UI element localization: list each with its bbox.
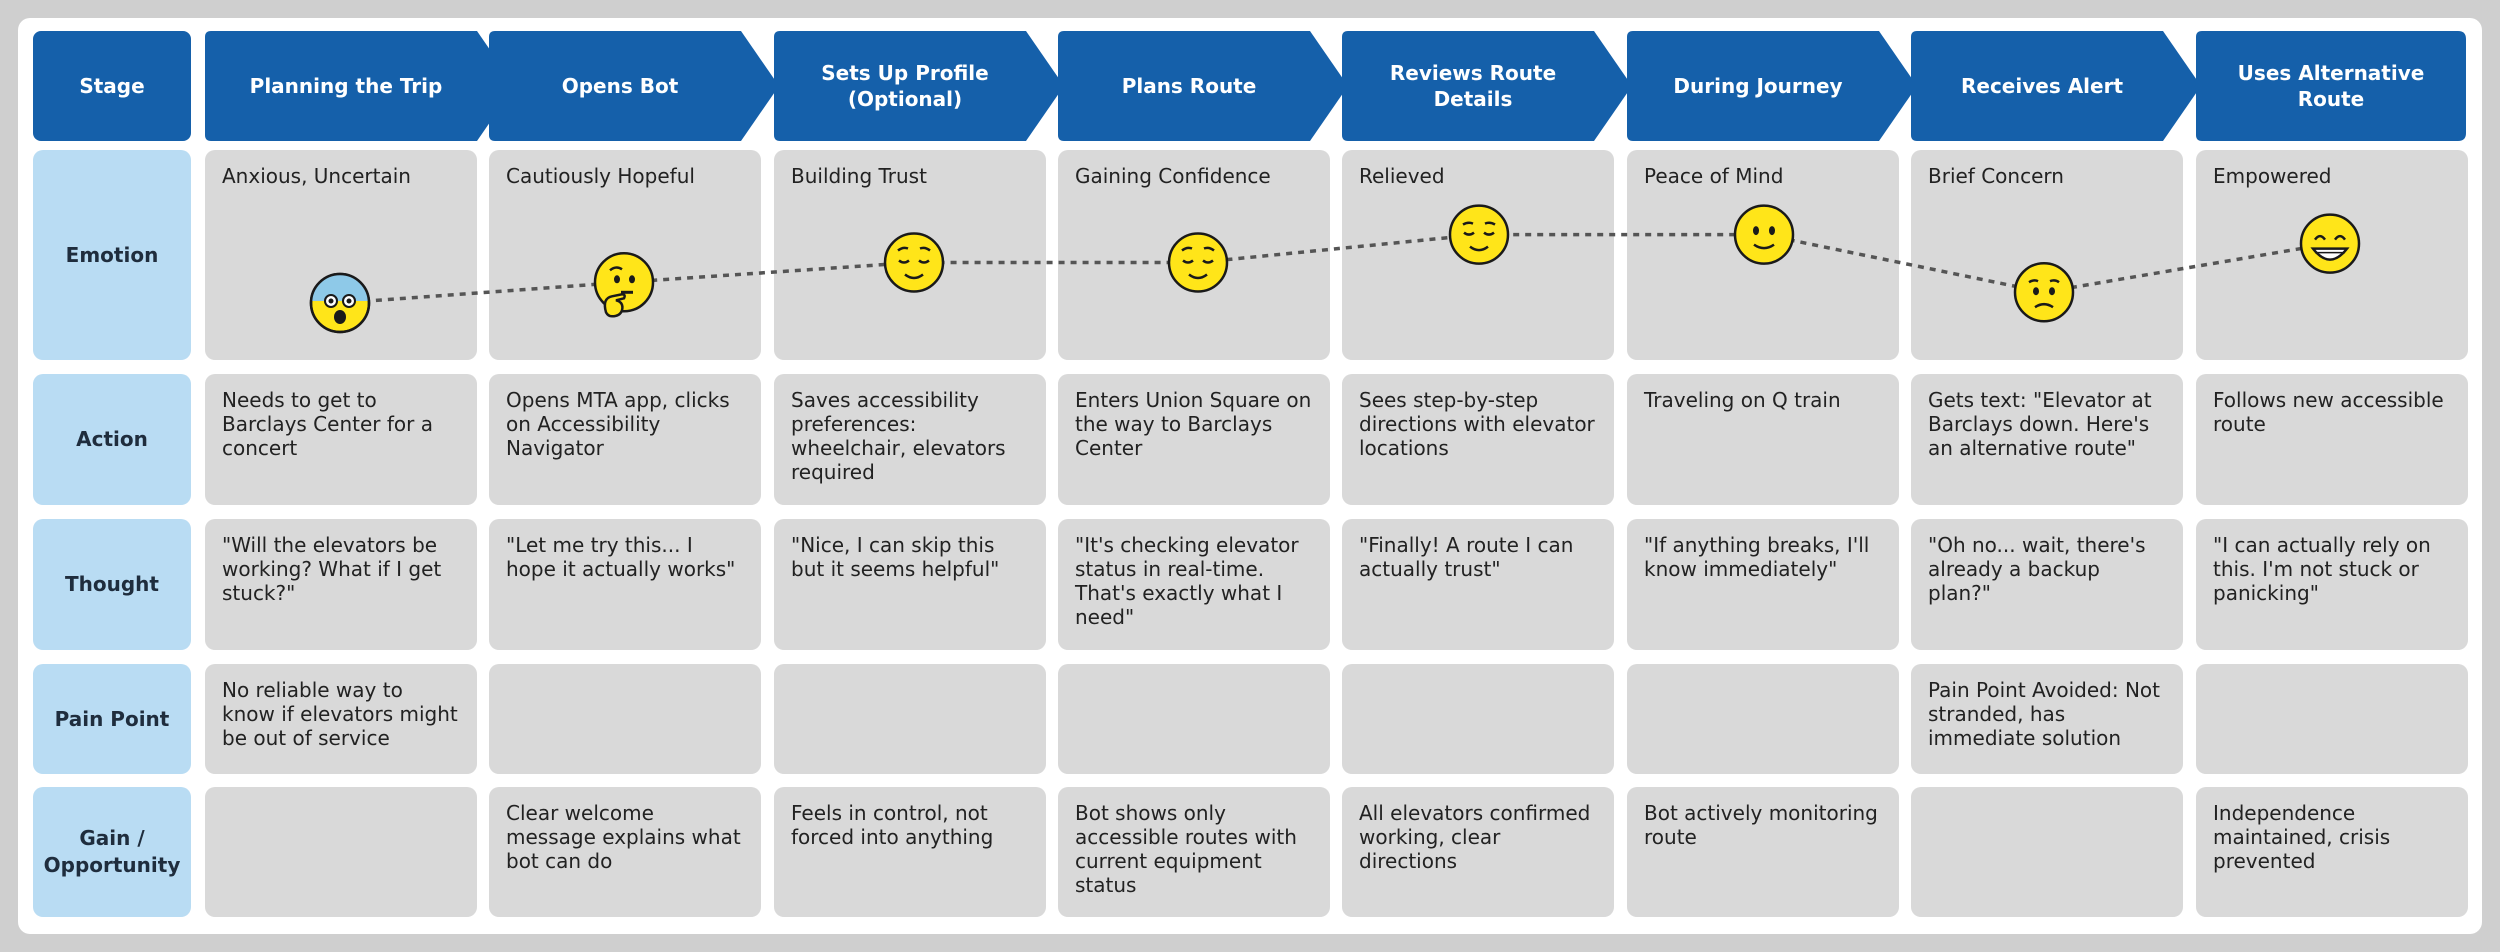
row-label-pain-point: Pain Point <box>33 664 191 774</box>
stage-chevron-shape <box>2196 31 2466 141</box>
emotion-cell: Brief Concern <box>1911 150 2183 360</box>
row-label-thought: Thought <box>33 519 191 650</box>
stage-chevron-shape <box>489 31 779 141</box>
thought-cell: "Oh no... wait, there's already a backup… <box>1911 519 2183 650</box>
gain-cell: Bot actively monitoring route <box>1627 787 1899 917</box>
stage-title: Opens Bot <box>561 74 679 98</box>
stage-chevron-shape <box>1627 31 1917 141</box>
stage-chevron-shape <box>1058 31 1348 141</box>
gain-cell <box>1911 787 2183 917</box>
thought-cell: "If anything breaks, I'll know immediate… <box>1627 519 1899 650</box>
pain-point-cell <box>2196 664 2468 774</box>
stage-chevron-shape <box>1911 31 2201 141</box>
stage-title: Planning the Trip <box>249 74 443 98</box>
pain-point-cell <box>1342 664 1614 774</box>
thought-cell: "Nice, I can skip this but it seems help… <box>774 519 1046 650</box>
emotion-cell: Building Trust <box>774 150 1046 360</box>
emotion-cell: Cautiously Hopeful <box>489 150 761 360</box>
gain-cell: All elevators confirmed working, clear d… <box>1342 787 1614 917</box>
stage-chevron-shape <box>205 31 515 141</box>
stage-header-4: Plans Route <box>1058 31 1348 141</box>
emotion-cell: Anxious, Uncertain <box>205 150 477 360</box>
stage-title: Receives Alert <box>1960 74 2124 98</box>
row-label-action: Action <box>33 374 191 505</box>
stage-title: Uses Alternative Route <box>2237 61 2425 111</box>
row-label-emotion: Emotion <box>33 150 191 360</box>
action-cell: Gets text: "Elevator at Barclays down. H… <box>1911 374 2183 505</box>
action-cell: Enters Union Square on the way to Barcla… <box>1058 374 1330 505</box>
stage-header-6: During Journey <box>1627 31 1917 141</box>
action-cell: Needs to get to Barclays Center for a co… <box>205 374 477 505</box>
pain-point-cell: Pain Point Avoided: Not stranded, has im… <box>1911 664 2183 774</box>
emotion-cell: Relieved <box>1342 150 1614 360</box>
stage-chevron-shape <box>774 31 1064 141</box>
stage-header-5: Reviews Route Details <box>1342 31 1632 141</box>
thought-cell: "Will the elevators be working? What if … <box>205 519 477 650</box>
stage-title: Sets Up Profile (Optional) <box>821 61 989 111</box>
pain-point-cell <box>774 664 1046 774</box>
action-cell: Follows new accessible route <box>2196 374 2468 505</box>
stage-header-1: Planning the Trip <box>205 31 515 141</box>
emotion-cell: Peace of Mind <box>1627 150 1899 360</box>
action-cell: Traveling on Q train <box>1627 374 1899 505</box>
stage-header-7: Receives Alert <box>1911 31 2201 141</box>
action-cell: Saves accessibility preferences: wheelch… <box>774 374 1046 505</box>
action-cell: Sees step-by-step directions with elevat… <box>1342 374 1614 505</box>
gain-cell: Independence maintained, crisis prevente… <box>2196 787 2468 917</box>
gain-cell: Feels in control, not forced into anythi… <box>774 787 1046 917</box>
thought-cell: "Finally! A route I can actually trust" <box>1342 519 1614 650</box>
pain-point-cell <box>1058 664 1330 774</box>
row-label-gain: Gain / Opportunity <box>33 787 191 917</box>
emotion-cell: Gaining Confidence <box>1058 150 1330 360</box>
row-label-stage: Stage <box>33 31 191 141</box>
thought-cell: "I can actually rely on this. I'm not st… <box>2196 519 2468 650</box>
stage-title: Reviews Route Details <box>1389 61 1557 111</box>
pain-point-cell: No reliable way to know if elevators mig… <box>205 664 477 774</box>
pain-point-cell <box>1627 664 1899 774</box>
action-cell: Opens MTA app, clicks on Accessibility N… <box>489 374 761 505</box>
thought-cell: "Let me try this... I hope it actually w… <box>489 519 761 650</box>
gain-cell: Clear welcome message explains what bot … <box>489 787 761 917</box>
stage-header-2: Opens Bot <box>489 31 779 141</box>
thought-cell: "It's checking elevator status in real-t… <box>1058 519 1330 650</box>
stage-header-3: Sets Up Profile (Optional) <box>774 31 1064 141</box>
stage-title: Plans Route <box>1121 74 1257 98</box>
gain-cell <box>205 787 477 917</box>
stage-header-8: Uses Alternative Route <box>2196 31 2466 141</box>
emotion-cell: Empowered <box>2196 150 2468 360</box>
stage-title: During Journey <box>1673 74 1843 98</box>
gain-cell: Bot shows only accessible routes with cu… <box>1058 787 1330 917</box>
stage-chevron-shape <box>1342 31 1632 141</box>
pain-point-cell <box>489 664 761 774</box>
